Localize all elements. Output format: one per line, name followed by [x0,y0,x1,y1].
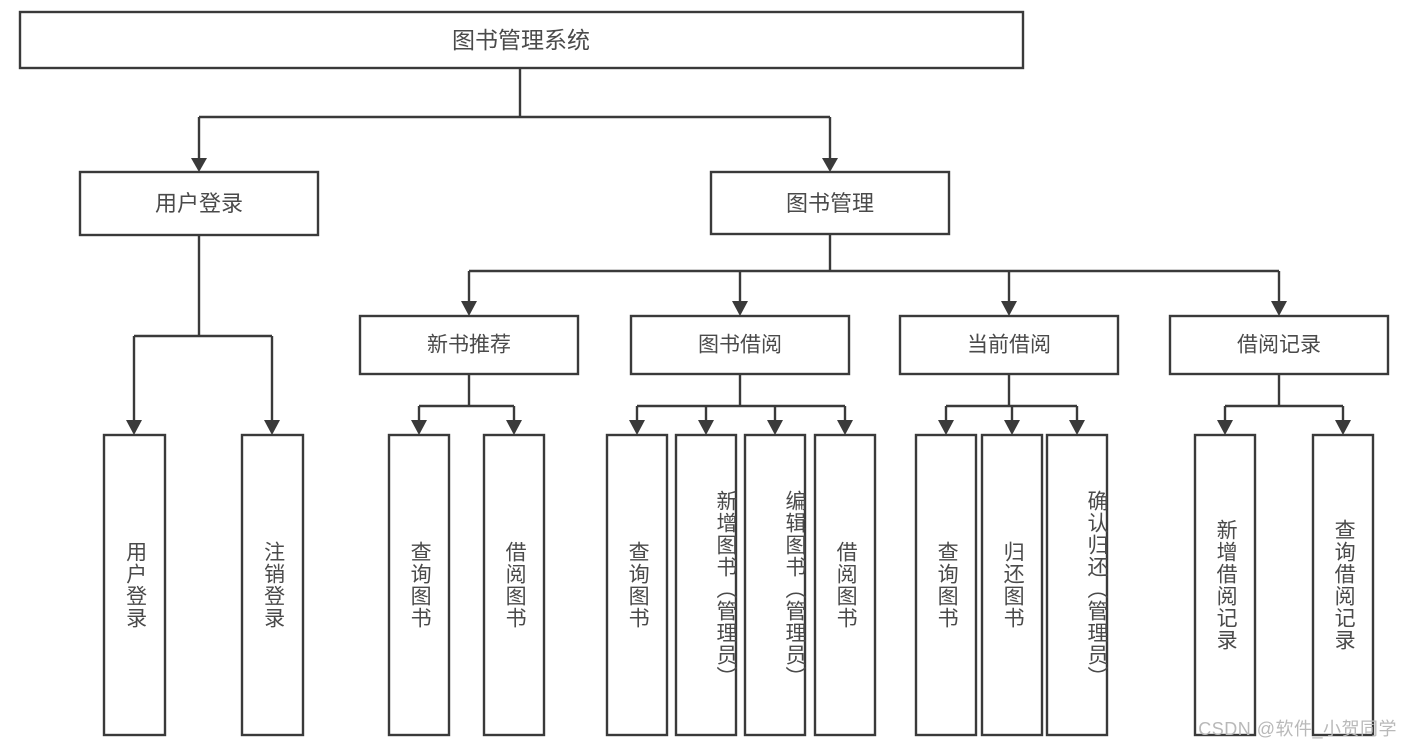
node-borrow-record-box[interactable] [1168,314,1390,376]
arrow-bookborrow-leaf2 [698,420,714,435]
csdn-watermark: CSDN @软件_小贺同学 [1198,719,1397,739]
arrow-root-to-user-login [191,158,207,172]
leaf-box-book-borrow-3[interactable] [743,433,807,737]
leaf-box-book-borrow-4[interactable] [813,433,877,737]
leaf-box-current-borrow-3[interactable] [1045,433,1109,737]
arrow-bookborrow-leaf4 [837,420,853,435]
arrow-bookmgmt-to-bookborrow [732,301,748,316]
node-new-book-recommend-box[interactable] [358,314,580,376]
arrow-currentborrow-leaf3 [1069,420,1085,435]
leaf-box-new-book-1[interactable] [387,433,451,737]
leaf-box-book-borrow-2[interactable] [674,433,738,737]
arrow-borrowrecord-leaf2 [1335,420,1351,435]
arrow-bookmgmt-to-borrowrecord [1271,301,1287,316]
leaf-box-current-borrow-2[interactable] [980,433,1044,737]
node-user-login-box[interactable] [78,170,320,237]
arrow-bookborrow-leaf3 [767,420,783,435]
node-book-management-label: 图书管理 [786,191,874,216]
arrow-currentborrow-leaf1 [938,420,954,435]
arrow-newbook-leaf2 [506,420,522,435]
leaf-box-user-login-1[interactable] [102,433,167,737]
arrow-userlogin-leaf1 [126,420,142,435]
arrow-userlogin-leaf2 [264,420,280,435]
node-book-management-box[interactable] [709,170,951,236]
node-current-borrow-label: 当前借阅 [967,334,1051,357]
node-root-box[interactable] [18,10,1025,70]
node-layer: 图书管理系统 用户登录 图书管理 新书推荐 图书借阅 当前借阅 借阅记录 [18,10,1390,737]
node-user-login-label: 用户登录 [155,191,243,216]
leaf-box-book-borrow-1[interactable] [605,433,669,737]
arrow-bookmgmt-to-newbook [461,301,477,316]
leaf-box-user-login-2[interactable] [240,433,305,737]
arrow-currentborrow-leaf2 [1004,420,1020,435]
leaf-box-borrow-record-1[interactable] [1193,433,1257,737]
arrow-newbook-leaf1 [411,420,427,435]
node-book-borrow-label: 图书借阅 [698,334,782,357]
node-current-borrow-box[interactable] [898,314,1120,376]
leaf-box-new-book-2[interactable] [482,433,546,737]
node-root-label: 图书管理系统 [452,27,590,53]
arrow-bookborrow-leaf1 [629,420,645,435]
node-borrow-record-label: 借阅记录 [1237,334,1321,357]
connector-layer [126,68,1351,435]
node-new-book-recommend-label: 新书推荐 [427,334,511,357]
node-book-borrow-box[interactable] [629,314,851,376]
leaf-box-borrow-record-2[interactable] [1311,433,1375,737]
arrow-borrowrecord-leaf1 [1217,420,1233,435]
leaf-box-current-borrow-1[interactable] [914,433,978,737]
arrow-bookmgmt-to-currentborrow [1001,301,1017,316]
arrow-root-to-book-mgmt [822,158,838,172]
